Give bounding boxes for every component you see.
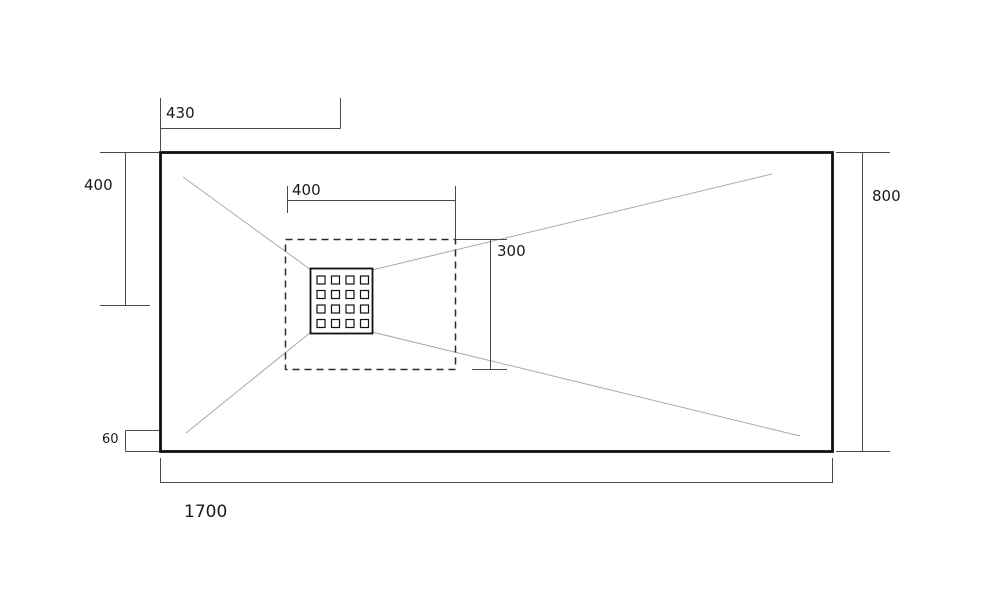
tray-outline <box>159 151 834 453</box>
dim-label-300: 300 <box>497 242 526 260</box>
grate-hole <box>330 304 341 314</box>
grate-hole <box>345 275 355 285</box>
grate-hole <box>316 289 326 300</box>
dim-label-800: 800 <box>872 187 901 205</box>
grate-hole <box>330 275 341 285</box>
dimension-drain-zone-height: 300 <box>455 239 526 370</box>
dimension-drain-zone-width: 400 <box>287 181 456 240</box>
dim-label-430: 430 <box>166 104 195 122</box>
dim-label-60: 60 <box>102 432 119 447</box>
dimension-top-offset: 430 <box>160 98 341 152</box>
grate-hole <box>359 304 370 314</box>
dim-label-400-left: 400 <box>84 176 113 194</box>
grate-hole <box>345 304 355 314</box>
fall-line-bottom-left <box>185 331 312 434</box>
grate-hole <box>330 318 341 329</box>
fall-line-top-right <box>371 173 773 271</box>
dimension-left-inset: 400 <box>84 152 159 306</box>
grate-hole <box>359 289 370 300</box>
grate-hole <box>316 318 326 329</box>
fall-line-bottom-right <box>371 331 801 437</box>
grate-hole <box>330 289 341 300</box>
grate-hole <box>316 304 326 314</box>
drain-zone-dashed-outline <box>284 238 457 371</box>
grate-hole <box>345 318 355 329</box>
fall-lines <box>182 173 801 437</box>
fall-line-top-left <box>182 176 312 271</box>
drain-grate <box>309 267 374 335</box>
grate-hole <box>359 275 370 285</box>
dim-label-1700: 1700 <box>184 502 227 522</box>
grate-hole <box>316 275 326 285</box>
dim-label-400-inner: 400 <box>292 181 321 199</box>
grate-hole <box>345 289 355 300</box>
dimension-tray-depth: 800 <box>836 152 901 452</box>
dimension-edge-thickness: 60 <box>102 430 159 452</box>
dimension-tray-length: 1700 <box>160 458 833 522</box>
grate-hole <box>359 318 370 329</box>
